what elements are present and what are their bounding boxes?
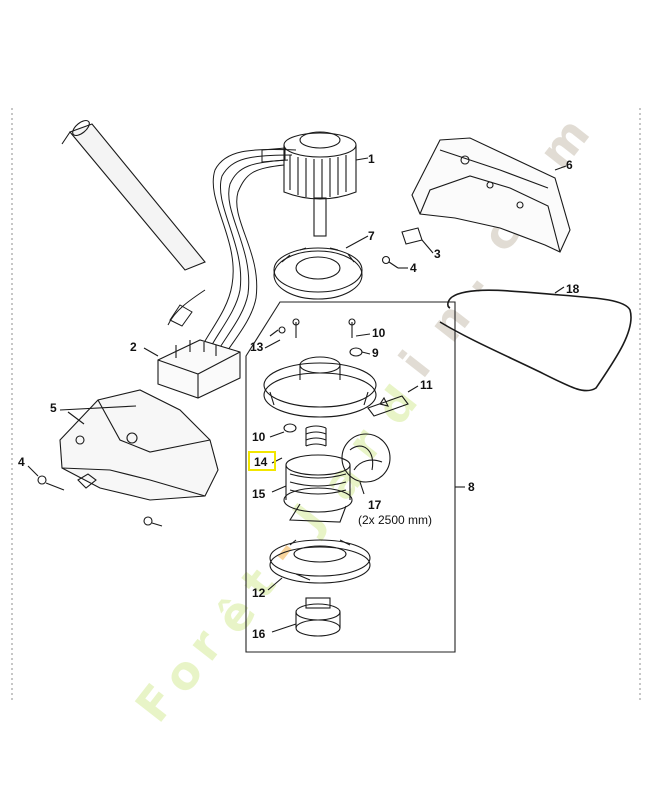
part-13-screws (264, 318, 356, 349)
callout-12: 12 (252, 586, 266, 600)
part-3-clip (401, 227, 434, 254)
callout-18: 18 (566, 282, 580, 296)
part-4-screw-left (27, 465, 65, 491)
part-5-cover (59, 389, 219, 501)
callout-2: 2 (130, 340, 137, 354)
callout-10: 10 (372, 326, 386, 340)
part-4-screw-right (381, 255, 408, 269)
callout-16: 16 (252, 627, 266, 641)
callout-5: 5 (50, 401, 57, 415)
part-1-motor (283, 131, 369, 237)
part-12-base (267, 539, 371, 591)
callout-9: 9 (372, 346, 379, 360)
callout-7: 7 (368, 229, 375, 243)
callout-17: 17 (368, 498, 382, 512)
part-10-nut-lower (269, 423, 297, 438)
part-6-housing (411, 137, 571, 253)
callout-3: 3 (434, 247, 441, 261)
callout-15: 15 (252, 487, 266, 501)
callout-1: 1 (368, 152, 375, 166)
leader-5 (59, 405, 137, 411)
callout-10b: 10 (252, 430, 266, 444)
part-14-spring (271, 425, 327, 464)
callout-4b: 4 (18, 455, 25, 469)
part-18-cord (439, 286, 632, 392)
callout-8: 8 (468, 480, 475, 494)
part-15-spool (271, 454, 353, 523)
part-9-nut (349, 333, 371, 357)
highlight-14 (248, 451, 276, 471)
part-7-ring (273, 235, 369, 300)
cable-bundle (167, 147, 297, 357)
callout-4: 4 (410, 261, 417, 275)
part-2-electronics (143, 339, 241, 399)
screw-below-cover (143, 516, 163, 527)
assembly-frame (245, 301, 456, 653)
shaft-tube (61, 119, 206, 271)
callout-6: 6 (566, 158, 573, 172)
line-length-note: (2x 2500 mm) (358, 513, 433, 527)
part-17-line (341, 433, 391, 495)
callout-14: 14 (254, 455, 268, 469)
callout-13: 13 (250, 340, 264, 354)
spool-housing (263, 356, 377, 418)
part-11-label (367, 385, 419, 417)
callout-11: 11 (420, 378, 433, 392)
part-16-cap (271, 597, 341, 637)
